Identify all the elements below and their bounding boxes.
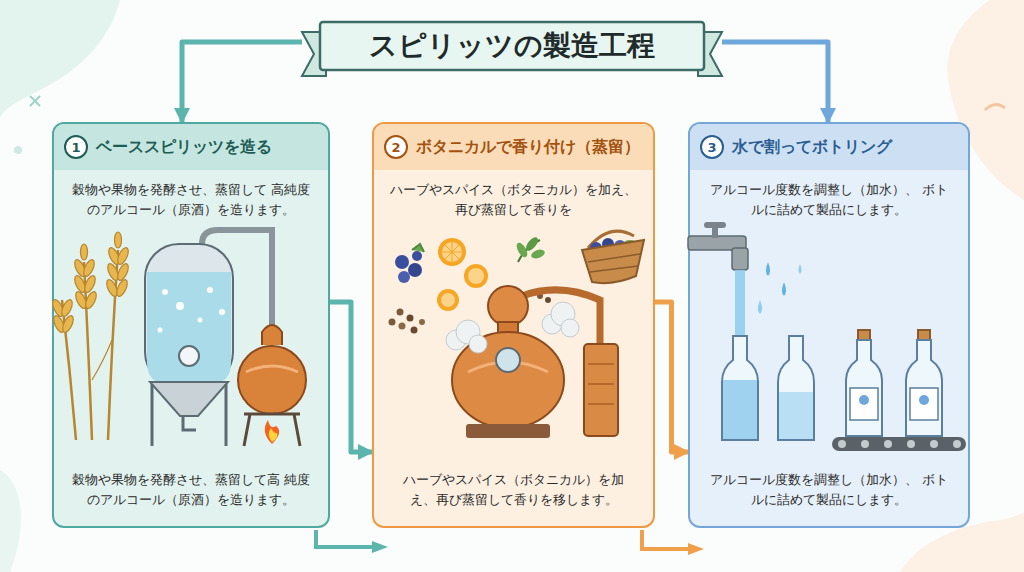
process-panel: 3 水で割ってボトリングアルコール度数を調整し（加水）、 ボトルに詰めて製品にしま… bbox=[688, 122, 970, 528]
conveyor bbox=[832, 437, 966, 451]
step-number: 1 bbox=[64, 135, 88, 159]
conveyor-roller bbox=[907, 440, 915, 448]
alembic-still bbox=[446, 286, 618, 438]
step-description: ハーブやスパイス（ボタニカル）を加え、 再び蒸留して香りを bbox=[374, 180, 653, 220]
process-panel: 2 ボタニカルで香り付け（蒸留） ハーブやスパイス（ボタニカル）を加え、 再び蒸留し… bbox=[372, 122, 655, 528]
header-row: 2 ボタニカルで香り付け（蒸留） bbox=[374, 124, 653, 170]
flow-arrow bbox=[182, 42, 302, 122]
fermentation-tank bbox=[145, 230, 272, 446]
faucet bbox=[688, 222, 802, 348]
bottles bbox=[722, 330, 942, 440]
step-number: 2 bbox=[384, 135, 408, 159]
step-description: ハーブやスパイス（ボタニカル）を加 え、再び蒸留して香りを移します。 bbox=[374, 470, 653, 510]
conveyor-roller bbox=[884, 440, 892, 448]
flow-arrow bbox=[330, 302, 372, 452]
header-row: 1 ベーススピリッツを造る bbox=[54, 124, 328, 170]
step-description: 穀物や果物を発酵させ、蒸留して 高純度のアルコール（原酒）を造ります。 bbox=[54, 180, 328, 220]
pot-still bbox=[238, 325, 306, 446]
conveyor-roller bbox=[861, 440, 869, 448]
step-description: アルコール度数を調整し（加水）、 ボトルに詰めて製品にします。 bbox=[690, 180, 968, 220]
flow-tail bbox=[642, 530, 694, 549]
header-row: 3 水で割ってボトリング bbox=[690, 124, 968, 170]
conveyor-roller bbox=[930, 440, 938, 448]
step-heading: 水で割ってボトリング bbox=[732, 137, 892, 158]
flow-arrow bbox=[722, 42, 828, 122]
conveyor-roller bbox=[838, 440, 846, 448]
title-banner: スピリッツの製造工程 bbox=[300, 18, 724, 82]
conveyor-roller bbox=[953, 440, 961, 448]
flow-tail-head bbox=[688, 543, 704, 555]
step-description: 穀物や果物を発酵させ、蒸留して高 純度のアルコール（原酒）を造ります。 bbox=[54, 470, 328, 510]
step-number: 3 bbox=[700, 135, 724, 159]
process-panel: 1 ベーススピリッツを造る穀物や果物を発酵させ、蒸留して 高純度のアルコール（原酒… bbox=[52, 122, 330, 528]
flow-arrow bbox=[655, 302, 688, 452]
flow-tail-head bbox=[372, 541, 388, 553]
step-heading: ベーススピリッツを造る bbox=[96, 137, 272, 158]
botanicals bbox=[389, 231, 645, 333]
diagram-title: スピリッツの製造工程 bbox=[369, 27, 655, 65]
step-heading: ボタニカルで香り付け（蒸留） bbox=[416, 137, 640, 158]
wheat-illustration bbox=[51, 232, 131, 440]
flow-tail bbox=[316, 530, 378, 547]
step-description: アルコール度数を調整し（加水）、 ボトルに詰めて製品にします。 bbox=[690, 470, 968, 510]
